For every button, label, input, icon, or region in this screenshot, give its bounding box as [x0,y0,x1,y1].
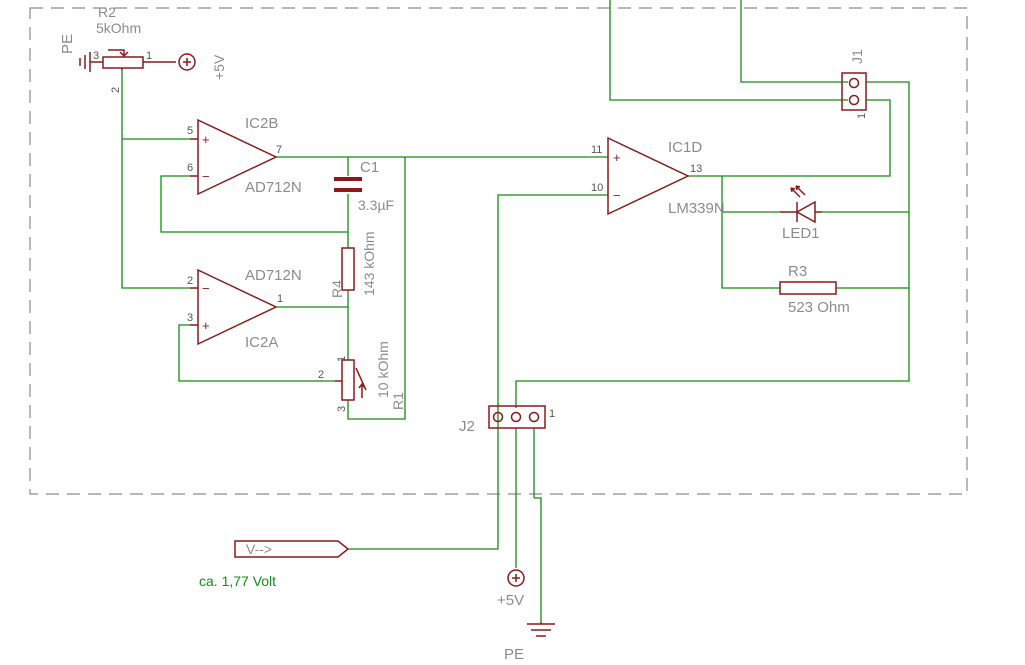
potentiometer-r2 [102,49,176,70]
label-ic2a-part: AD712N [245,267,302,284]
pin-r2-2: 2 [110,87,122,93]
ic2b-minus-sign: − [202,169,210,184]
supply-5v-top [178,53,196,71]
supply-5v-bottom [507,569,525,587]
potentiometer-r1 [335,359,367,401]
pin-ic2b-6: 6 [187,162,193,174]
label-ic1d-part: LM339N [668,200,725,217]
opamp-ic2b [197,118,278,196]
comparator-ic1d [607,136,690,216]
input-port-v [234,540,350,558]
label-vin-tag: V--> [246,541,272,557]
capacitor-c1 [334,177,362,192]
pin-ic2b-7: 7 [276,144,282,156]
pin-ic1d-11: 11 [591,144,602,156]
label-ic1d-name: IC1D [668,139,702,156]
resistor-r4 [341,247,355,291]
label-r2-value: 5kOhm [96,20,141,36]
symbols: input tag --> [79,49,867,637]
resistor-r3 [779,281,837,295]
pin-j2-1: 1 [549,408,555,420]
opamp-ic2a [197,268,278,346]
pin-r2-3: 3 [93,50,99,62]
pin-r1-2: 2 [318,369,324,381]
pin-numbers: 3 1 2 5 6 7 2 3 1 1 2 3 11 10 13 1 1 [93,50,868,420]
ground-symbol-bottom [527,622,555,637]
label-r4-name: R4 [329,280,345,298]
ic2a-plus-sign: + [202,318,210,333]
pin-ic1d-10: 10 [591,182,603,194]
label-led1-name: LED1 [782,225,820,242]
connector-j1 [841,72,867,111]
led-led1 [780,185,822,224]
label-c1-name: C1 [360,159,379,176]
label-r1-value: 10 kOhm [375,341,391,398]
board-frame [29,7,968,495]
connector-j2 [488,405,546,429]
wires: --> [121,0,910,622]
pin-ic2b-5: 5 [187,125,193,137]
pin-ic2a-1: 1 [277,293,283,305]
label-r3-value: 523 Ohm [788,299,850,316]
label-r3-name: R3 [788,263,807,280]
component-labels: PE R2 5kOhm +5V IC2B AD712N AD712N IC2A … [59,4,865,663]
ic2a-minus-sign: − [202,281,210,296]
label-pe-top: PE [59,34,76,54]
label-plus5v-bottom: +5V [497,592,524,609]
label-j2-name: J2 [459,418,475,435]
label-ic2b-part: AD712N [245,179,302,196]
pin-r1-3: 3 [336,406,348,412]
label-ic2b-name: IC2B [245,115,278,132]
label-r4-value: 143 kOhm [361,231,377,296]
label-r2-name: R2 [98,4,116,20]
label-plus5v-top: +5V [211,54,227,80]
pin-ic1d-13: 13 [690,163,702,175]
ic1d-minus-sign: − [613,188,621,203]
label-j1-name: J1 [849,49,865,64]
ic2b-plus-sign: + [202,132,210,147]
pin-ic2a-2: 2 [187,275,193,287]
ic1d-plus-sign: + [613,150,621,165]
pin-r1-1: 1 [336,356,348,362]
label-pe-bottom: PE [504,646,524,663]
label-r1-name: R1 [390,392,406,410]
ground-symbol-top [79,52,103,72]
pin-r2-1: 1 [146,50,152,62]
pin-ic2a-3: 3 [187,312,193,324]
pin-j1-1: 1 [856,113,868,119]
label-voltage-note: ca. 1,77 Volt [199,573,276,589]
label-ic2a-name: IC2A [245,334,278,351]
label-c1-value: 3.3µF [358,197,394,213]
